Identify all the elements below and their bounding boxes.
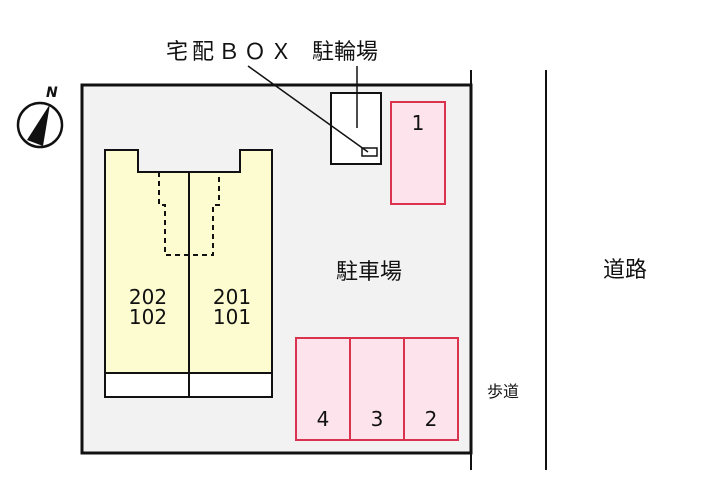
parking-lot-label: 駐車場 <box>336 260 403 285</box>
sidewalk-label: 歩道 <box>487 382 520 401</box>
parking-space-3 <box>349 337 405 441</box>
parking-space-2 <box>403 337 459 441</box>
stair-outline <box>158 172 220 256</box>
delivery-box-leader <box>247 65 369 153</box>
unit-label-left: 202 102 <box>118 287 178 327</box>
parking-space-1 <box>390 101 446 205</box>
unit-number: 101 <box>212 305 252 329</box>
parking-number-1: 1 <box>411 111 425 135</box>
parking-number-2: 2 <box>424 407 438 431</box>
bicycle-parking-label: 駐輪場 <box>312 40 379 65</box>
unit-number: 102 <box>128 305 168 329</box>
unit-number: 201 <box>212 285 252 309</box>
compass-north-label: N <box>46 85 58 101</box>
compass-icon <box>16 101 64 149</box>
parking-number-3: 3 <box>370 407 384 431</box>
road-label: 道路 <box>603 258 648 283</box>
parking-space-4 <box>295 337 351 441</box>
delivery-box-label: 宅配ＢＯＸ <box>166 40 297 65</box>
parking-number-4: 4 <box>316 407 330 431</box>
delivery-box <box>361 147 378 157</box>
unit-number: 202 <box>128 285 168 309</box>
unit-label-right: 201 101 <box>202 287 262 327</box>
